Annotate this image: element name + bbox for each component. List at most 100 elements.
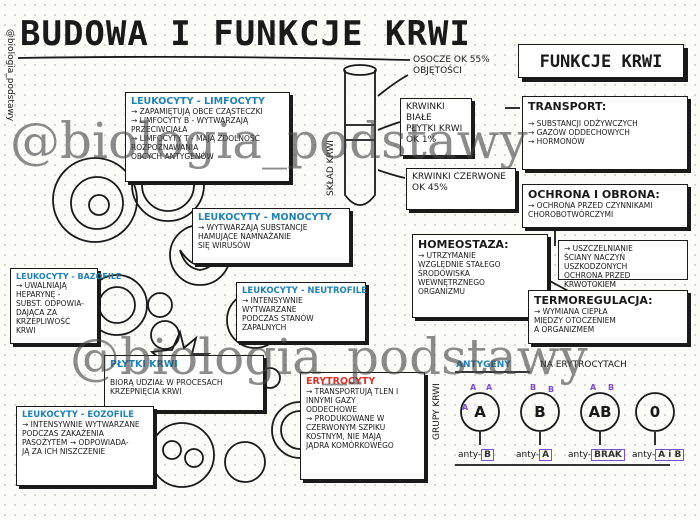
transport-line: → GAZÓW ODDECHOWYCH	[528, 128, 630, 137]
cell-nucleus-inner	[88, 194, 110, 216]
termoregulacja-line: → WYMIANA CIEPŁA	[534, 307, 608, 316]
limfocyty-line: → LIMFOCYTY T - MAJĄ ZDOLNOŚĆ	[131, 134, 260, 143]
cell-lymphocyte-nucleus	[70, 176, 124, 230]
antibody-prefix: anty-	[632, 450, 656, 460]
bazofile-line: KRZEPLIWOŚĆ KRWI	[16, 317, 71, 335]
plytki-heading: PŁYTKI KRWI	[110, 359, 178, 370]
arrow-biale	[377, 121, 401, 131]
cell-eosinophil	[149, 422, 215, 488]
krwinki-czerwone-box: KRWINKI CZERWONE OK 45%	[406, 168, 516, 210]
arrow-czerwone	[377, 169, 406, 179]
plytki-line: BIORĄ UDZIAŁ W PROCESACH	[110, 378, 223, 387]
antibody-prefix: anty-	[516, 450, 540, 460]
limfocyty-heading: LEUKOCYTY - LIMFOCYTY	[131, 96, 265, 107]
antigen-ab-2: B	[608, 383, 614, 392]
antigen-b-2: B	[548, 385, 554, 394]
limfocyty-box: LEUKOCYTY - LIMFOCYTY → ZAPAMIĘTUJĄ OBCE…	[125, 92, 290, 182]
transport-heading: TRANSPORT:	[528, 100, 607, 113]
erytrocyty-line: JĄDRA KOMÓRKOWEGO	[306, 441, 394, 450]
group-A-label: A	[474, 403, 486, 421]
homeostaza-box: HOMEOSTAZA: → UTRZYMANIE WZGLĘDNIE STAŁE…	[412, 234, 548, 318]
homeostaza-line: WZGLĘDNIE STAŁEGO	[418, 260, 501, 269]
erytrocyty-line: INNYMI GAZY	[306, 396, 356, 405]
group-B-label: B	[534, 403, 546, 421]
antibody-value: A i B	[655, 449, 685, 461]
composition-vertical-label: SKŁAD KRWI	[326, 140, 336, 196]
ochrona-box: OCHRONA I OBRONA: → OCHRONA PRZED CZYNNI…	[522, 184, 688, 228]
antibody-prefix: anty-	[458, 450, 482, 460]
limfocyty-line: OBCYCH ANTYGENÓW	[131, 152, 214, 161]
ochrona-line: → OCHRONA PRZED CZYNNIKAMI	[528, 201, 653, 210]
eozofile-line: PASOŻYTEM → ODPOWIADA-	[22, 438, 129, 447]
czerwone-line: OK 45%	[412, 183, 448, 193]
uszczelnianie-line: ŚCIANY NACZYŃ USZKODZONYCH	[564, 253, 628, 271]
group-0-circle	[635, 392, 675, 432]
antibody-B: anty-A	[516, 449, 553, 461]
test-tube-rim	[343, 64, 377, 76]
homeostaza-line: WEWNĘTRZNEGO	[418, 278, 485, 287]
cell-erythrocyte-2	[147, 292, 173, 318]
bazofile-heading: LEUKOCYTY - BAZOFILE	[16, 272, 122, 281]
group-AB-circle	[580, 392, 620, 432]
erytrocyty-line: → TRANSPORTUJĄ TLEN I	[306, 387, 399, 396]
erytrocyty-line: KOSTNYM, NIE MAJĄ	[306, 432, 382, 441]
erytrocyty-heading: ERYTROCYTY	[306, 376, 376, 387]
uszczelnianie-line: → USZCZELNIANIE	[564, 244, 633, 253]
monocyty-line: HAMUJĄCE NAMNAŻANIE	[198, 232, 292, 241]
plytki-line: KRZEPNIĘCIA KRWI	[110, 387, 182, 396]
bazofile-line: DAJĄCA ZA	[16, 308, 58, 317]
cell-erythrocyte-6	[224, 441, 266, 483]
plytki-box: PŁYTKI KRWI BIORĄ UDZIAŁ W PROCESACH KRZ…	[104, 355, 264, 411]
biale-line: OK 1%	[406, 135, 437, 145]
functions-title: FUNKCJE KRWI	[518, 44, 684, 78]
transport-line: → HORMONÓW	[528, 137, 585, 146]
biale-line: PŁYTKI KRWI	[406, 124, 463, 134]
termoregulacja-line: A ORGANIZMEM	[534, 325, 595, 334]
antibody-value: BRAK	[591, 449, 625, 461]
cell-monocyte-nucleus	[179, 249, 221, 271]
monocyty-box: LEUKOCYTY - MONOCYTY → WYTWARZAJĄ SUBSTA…	[192, 208, 350, 264]
test-tube	[344, 70, 376, 206]
antigen-ab-1: A	[590, 383, 597, 392]
transport-box: TRANSPORT: → SUBSTANCJI ODŻYWCZYCH → GAZ…	[522, 96, 688, 170]
uszczelnianie-line: OCHRONA PRZED KRWOTOKIEM	[564, 271, 631, 289]
neutrofile-heading: LEUKOCYTY - NEUTROFILE	[242, 286, 367, 296]
czerwone-line: KRWINKI CZERWONE	[412, 172, 506, 182]
arrow-osocze	[377, 74, 409, 97]
biale-line: KRWINKI	[406, 102, 445, 112]
limfocyty-line: PRZECIWCIAŁA	[131, 125, 188, 134]
bazofile-box: LEUKOCYTY - BAZOFILE → UWALNIAJĄ HEPARYN…	[10, 268, 122, 344]
eozofile-box: LEUKOCYTY - EOZOFILE → INTENSYWNIE WYTWA…	[16, 406, 154, 486]
termoregulacja-heading: TERMOREGULACJA:	[534, 294, 653, 307]
cell-lymphocyte	[52, 157, 138, 243]
limfocyty-line: → LIMFOCYTY B - WYTWARZAJĄ	[131, 116, 249, 125]
erytrocyty-box: ERYTROCYTY → TRANSPORTUJĄ TLEN I INNYMI …	[300, 372, 425, 480]
ochrona-heading: OCHRONA I OBRONA:	[528, 188, 660, 201]
cell-eosinophil-nucleus-1	[162, 440, 182, 460]
antigen-b-1: B	[530, 383, 536, 392]
antibody-value: B	[481, 449, 495, 461]
bazofile-line: HEPARYNĘ -	[16, 290, 61, 299]
neutrofile-box: LEUKOCYTY - NEUTROFILE → INTENSYWNIE WYT…	[236, 282, 367, 342]
erytrocyty-line: ODDECHOWE	[306, 405, 358, 414]
limfocyty-line: → ZAPAMIĘTUJĄ OBCE CZĄSTECZKI	[131, 107, 263, 116]
ochrona-line: CHOROBOTWÓRCZYMI	[528, 210, 614, 219]
neutrofile-line: → INTENSYWNIE	[242, 296, 303, 305]
neutrofile-line: ZAPALNYCH	[242, 323, 287, 332]
antibody-arrows	[479, 432, 656, 445]
eozofile-line: → INTENSYWNIE WYTWARZANE	[22, 420, 140, 429]
neutrofile-line: WYTWARZANE	[242, 305, 297, 314]
antygeny-label: ANTYGENY	[456, 360, 511, 370]
monocyty-line: → WYTWARZAJĄ SUBSTANCJE	[198, 223, 308, 232]
antigen-a-3: A	[462, 403, 469, 412]
erytrocyty-line: → PRODUKOWANE W	[306, 414, 385, 423]
homeostaza-line: ŚRODOWISKA	[418, 269, 470, 278]
monocyty-heading: LEUKOCYTY - MONOCYTY	[198, 212, 332, 223]
cell-eosinophil-nucleus-2	[184, 448, 204, 468]
osocze-text: OSOCZE OK 55% OBJĘTOŚCI	[413, 55, 490, 76]
homeostaza-line: ORGANIZMU	[418, 287, 465, 296]
bazofile-line: → UWALNIAJĄ	[16, 281, 67, 290]
antibody-A: anty-B	[458, 449, 495, 461]
antygeny-note: NA ERYTROCYTACH	[540, 360, 627, 370]
